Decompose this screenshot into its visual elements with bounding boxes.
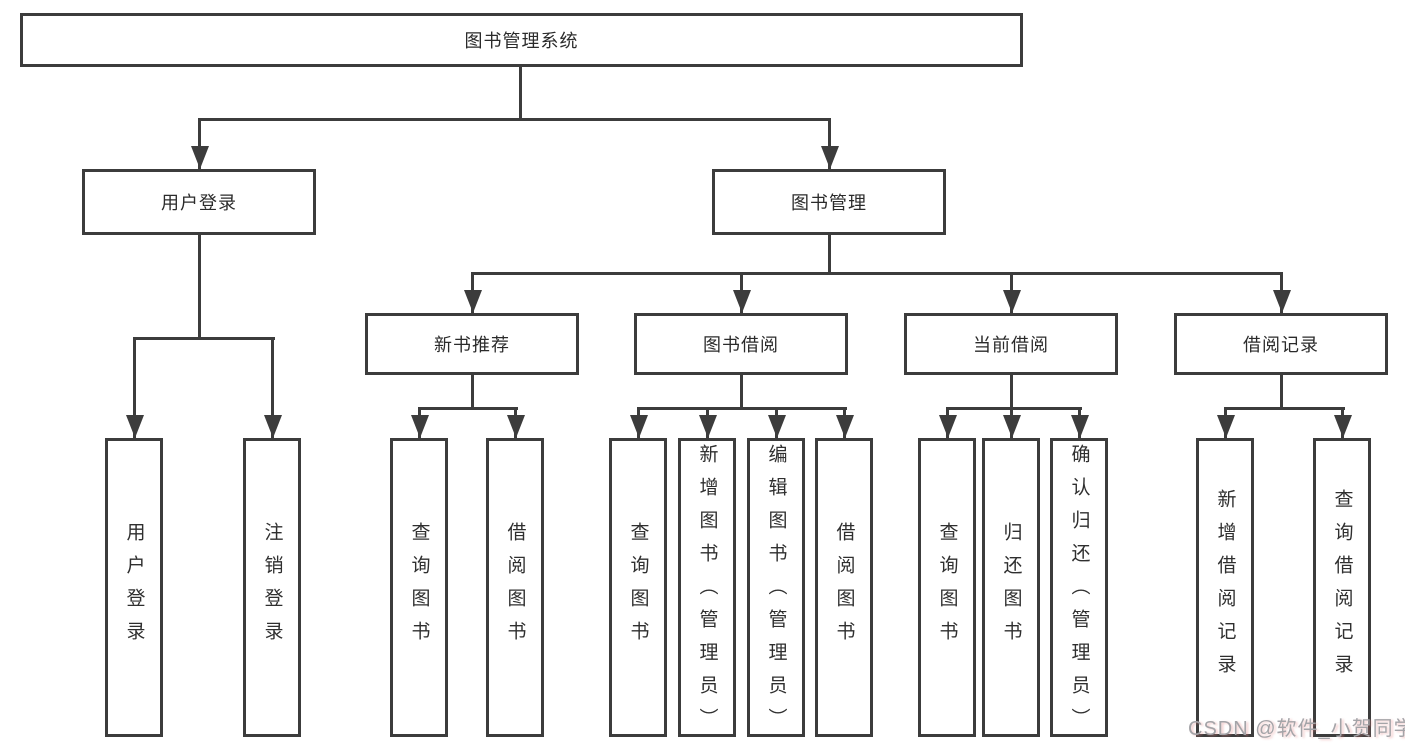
leaf-label: 查询图书 [627, 521, 649, 654]
rail-new-book-children [418, 407, 518, 410]
leaf-return-book: 归还图书 [982, 438, 1040, 737]
connector-new-book-feed [471, 375, 474, 410]
node-book-management: 图书管理 [712, 169, 946, 235]
leaf-confirm-return-admin: 确认归还（管理员） [1050, 438, 1108, 741]
connector-book-management-feed [828, 235, 831, 275]
connector-borrow-records-feed [1280, 375, 1283, 410]
leaf-query-books-recommend: 查询图书 [390, 438, 448, 737]
arrow-to-leaf-add-book-admin [698, 407, 717, 438]
node-new-book-recommendation: 新书推荐 [365, 313, 579, 375]
leaf-query-books-current: 查询图书 [918, 438, 976, 737]
rail-user-login-children [133, 337, 275, 340]
leaf-query-books-borrowing: 查询图书 [609, 438, 667, 737]
arrow-to-leaf-logout [263, 337, 282, 438]
arrow-to-new-book-recommendation [463, 272, 482, 313]
arrow-to-leaf-query-books-current [938, 407, 957, 438]
node-label: 新书推荐 [434, 335, 510, 355]
rail-level2 [198, 118, 831, 121]
node-label: 借阅记录 [1243, 335, 1319, 355]
arrow-to-leaf-add-borrow-record [1216, 407, 1235, 438]
arrow-to-leaf-confirm-return-admin [1070, 407, 1089, 438]
rail-borrow-records-children [1224, 407, 1345, 410]
node-book-borrowing: 图书借阅 [634, 313, 848, 375]
rail-current-borrowing-children [946, 407, 1082, 410]
leaf-label: 归还图书 [1000, 521, 1022, 654]
leaf-label: 借阅图书 [504, 521, 526, 654]
connector-book-borrowing-feed [740, 375, 743, 410]
connector-root-feed [519, 67, 522, 118]
node-label: 图书借阅 [703, 335, 779, 355]
rail-level3 [471, 272, 1283, 275]
arrow-to-book-borrowing [732, 272, 751, 313]
arrow-to-leaf-query-books-recommend [410, 407, 429, 438]
leaf-label: 新增借阅记录 [1214, 488, 1236, 687]
leaf-user-login: 用户登录 [105, 438, 163, 737]
leaf-label: 新增图书（管理员） [696, 443, 718, 741]
node-label: 用户登录 [161, 193, 237, 213]
leaf-label: 查询图书 [936, 521, 958, 654]
leaf-edit-book-admin: 编辑图书（管理员） [747, 438, 805, 741]
arrow-to-leaf-return-book [1002, 407, 1021, 438]
node-label: 当前借阅 [973, 335, 1049, 355]
node-label: 图书管理系统 [464, 31, 579, 51]
leaf-label: 借阅图书 [833, 521, 855, 654]
leaf-label: 用户登录 [123, 521, 145, 654]
arrow-to-leaf-query-borrow-record [1333, 407, 1352, 438]
arrow-to-leaf-edit-book-admin [767, 407, 786, 438]
csdn-watermark: CSDN @软件_小贺同学 [1188, 718, 1405, 740]
node-current-borrowing: 当前借阅 [904, 313, 1118, 375]
leaf-add-borrow-record: 新增借阅记录 [1196, 438, 1254, 737]
leaf-borrow-books: 借阅图书 [815, 438, 873, 737]
leaf-label: 查询借阅记录 [1331, 488, 1353, 687]
leaf-label: 查询图书 [408, 521, 430, 654]
arrow-to-leaf-borrow-books [835, 407, 854, 438]
leaf-logout: 注销登录 [243, 438, 301, 737]
arrow-to-leaf-query-books-borrowing [629, 407, 648, 438]
arrow-to-book-management [820, 118, 839, 169]
leaf-query-borrow-record: 查询借阅记录 [1313, 438, 1371, 737]
leaf-label: 确认归还（管理员） [1068, 443, 1090, 741]
arrow-to-current-borrowing [1002, 272, 1021, 313]
leaf-label: 注销登录 [261, 521, 283, 654]
connector-user-login-feed [198, 235, 201, 340]
arrow-to-leaf-user-login [125, 337, 144, 438]
node-label: 图书管理 [791, 193, 867, 213]
leaf-borrow-books-recommend: 借阅图书 [486, 438, 544, 737]
rail-book-borrowing-children [637, 407, 847, 410]
arrow-to-user-login [190, 118, 209, 169]
node-user-login: 用户登录 [82, 169, 316, 235]
leaf-label: 编辑图书（管理员） [765, 443, 787, 741]
leaf-add-book-admin: 新增图书（管理员） [678, 438, 736, 741]
node-library-management-system: 图书管理系统 [20, 13, 1023, 67]
arrow-to-leaf-borrow-books-recommend [506, 407, 525, 438]
node-borrow-records: 借阅记录 [1174, 313, 1388, 375]
arrow-to-borrow-records [1272, 272, 1291, 313]
connector-current-borrowing-feed [1010, 375, 1013, 410]
